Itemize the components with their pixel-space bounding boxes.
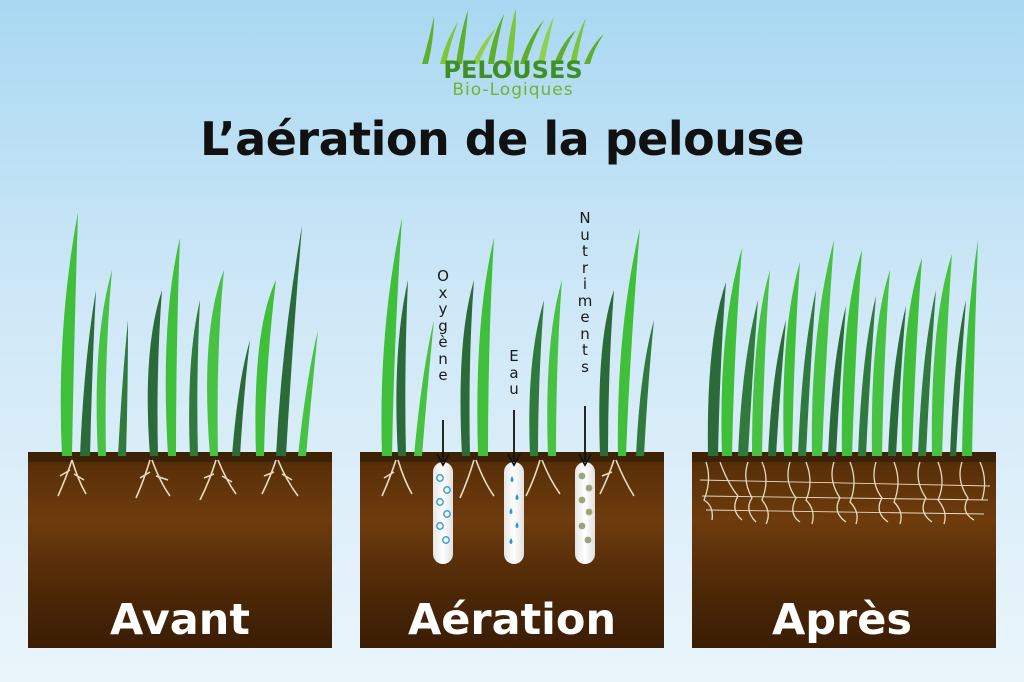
- panel-label-apres: Après: [772, 595, 912, 645]
- panel-avant: Avant: [28, 212, 332, 648]
- aeration-hole-nutrients: [575, 406, 595, 564]
- flow-label-water: E a u: [509, 347, 519, 398]
- flow-label-nutrients: N u t r i m e n t s: [577, 209, 593, 376]
- panel-label-aeration: Aération: [408, 595, 616, 645]
- logo-subtitle: Bio-Logiques: [452, 80, 574, 100]
- roots: [57, 459, 299, 501]
- water-drop-icon: [509, 476, 519, 544]
- soil-block: [28, 452, 332, 648]
- panel-apres: Après: [692, 240, 996, 648]
- panel-aeration: Aération: [360, 218, 664, 648]
- grass-blades: [60, 212, 318, 456]
- logo-title: PELOUSES: [443, 56, 583, 84]
- grass-blades: [707, 240, 978, 456]
- roots: [699, 461, 991, 525]
- roots: [381, 459, 635, 499]
- aeration-hole-water: [504, 410, 524, 564]
- logo-grass-icon: [422, 8, 604, 64]
- page-title: L’aération de la pelouse: [199, 112, 805, 166]
- panel-label-avant: Avant: [110, 595, 250, 645]
- nutrient-dot-icon: [578, 472, 593, 544]
- aeration-hole-oxygen: [433, 420, 453, 564]
- grass-blades: [381, 218, 654, 456]
- flow-label-oxygen: O x y g è n e: [437, 267, 449, 384]
- bubble-icon: [436, 474, 451, 544]
